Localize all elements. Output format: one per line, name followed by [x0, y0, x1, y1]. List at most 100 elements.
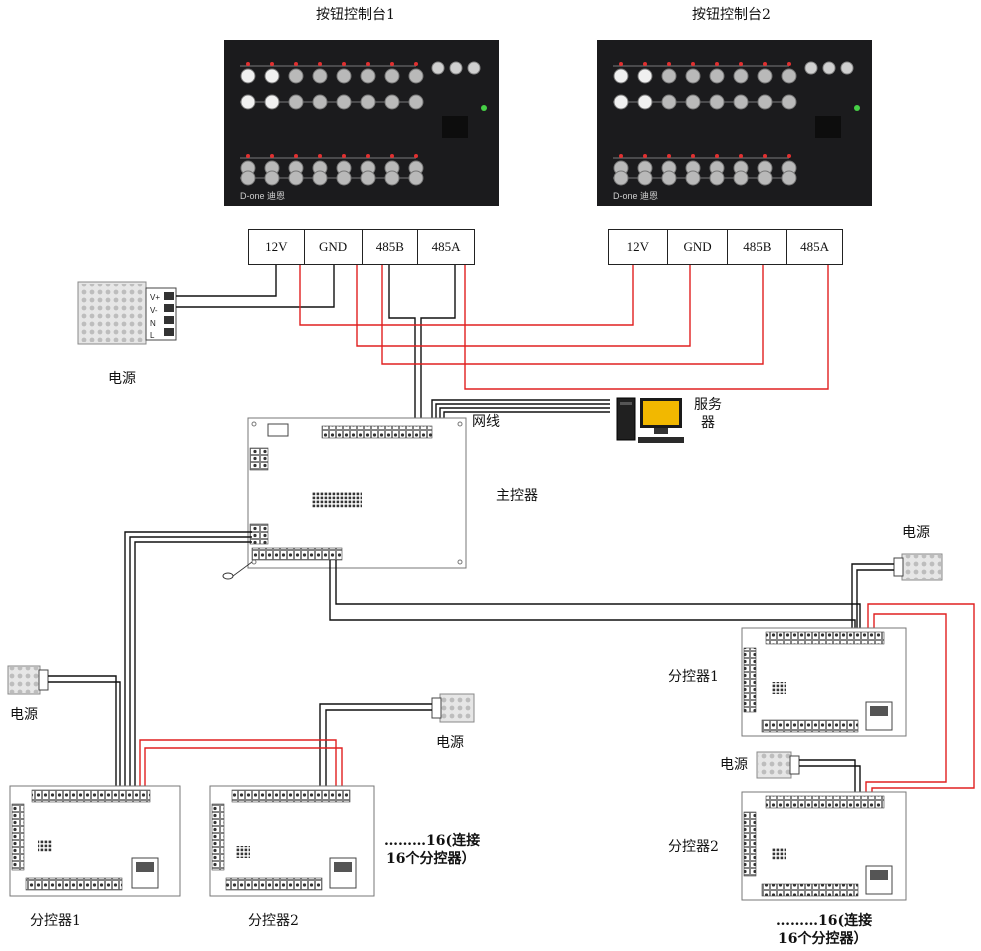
console-led	[691, 62, 695, 66]
console-button	[709, 68, 725, 84]
console-button	[360, 170, 376, 186]
console-button	[336, 94, 352, 110]
console-button	[360, 94, 376, 110]
sub-right-1-label: 分控器1	[668, 669, 719, 685]
console-button	[685, 94, 701, 110]
console-led	[619, 62, 623, 66]
console-button	[637, 94, 653, 110]
terminal-1-485a: 485A	[431, 239, 461, 254]
terminal-2-485b: 485B	[728, 230, 788, 264]
console-button	[384, 170, 400, 186]
sub-bottom-1-label: 分控器1	[30, 913, 81, 929]
console-button	[709, 170, 725, 186]
right-wires	[799, 563, 975, 796]
console-led	[366, 62, 370, 66]
console-led	[390, 154, 394, 158]
console-2-brand: D-one 迪恩	[613, 190, 658, 201]
network-cable-label: 网线	[472, 414, 500, 430]
console-power-led	[854, 105, 860, 111]
console-card-reader	[442, 116, 468, 138]
note-bottom-line1: ………16(连接	[384, 833, 481, 849]
console-led	[366, 154, 370, 158]
button-console-1: D-one 迪恩	[224, 40, 499, 206]
terminal-block-2: 12V GND 485B 485A	[608, 229, 843, 265]
terminal-1-485b: 485B	[363, 230, 419, 264]
console-button	[240, 68, 256, 84]
console-button	[637, 170, 653, 186]
terminal-block-1: 12V GND 485B 485A	[248, 229, 475, 265]
console-led	[787, 154, 791, 158]
console-2-title: 按钮控制台2	[692, 7, 771, 23]
console-led	[246, 154, 250, 158]
console-button	[408, 68, 424, 84]
console-control-knob	[449, 61, 463, 75]
console-control-knob	[431, 61, 445, 75]
console-control-knob	[467, 61, 481, 75]
console-control-knob	[804, 61, 818, 75]
console-button	[733, 68, 749, 84]
console-button	[264, 68, 280, 84]
console-led	[763, 62, 767, 66]
bottom-wires	[48, 675, 432, 790]
sub-controller-bottom-2	[209, 785, 375, 897]
console-1-brand: D-one 迪恩	[240, 190, 285, 201]
sub-controller-bottom-1	[9, 785, 181, 897]
console-led	[643, 154, 647, 158]
button-console-2: D-one 迪恩	[597, 40, 872, 206]
sub-controller-right-2	[741, 791, 907, 901]
server-computer	[616, 397, 684, 443]
svg-text:V+: V+	[150, 293, 160, 302]
console-led	[318, 154, 322, 158]
top-wires	[176, 263, 829, 420]
svg-text:L: L	[150, 331, 155, 340]
console-control-knob	[822, 61, 836, 75]
console-button	[685, 68, 701, 84]
console-button	[288, 170, 304, 186]
power-supply-right-top	[893, 553, 943, 581]
console-led	[691, 154, 695, 158]
console-button	[408, 170, 424, 186]
console-button	[613, 68, 629, 84]
console-1-title: 按钮控制台1	[316, 7, 395, 23]
console-led	[294, 154, 298, 158]
console-led	[787, 62, 791, 66]
sub-bottom-2-label: 分控器2	[248, 913, 299, 929]
main-controller-label: 主控器	[496, 488, 538, 504]
console-led	[414, 154, 418, 158]
console-button	[781, 94, 797, 110]
console-button	[637, 68, 653, 84]
console-button	[384, 68, 400, 84]
note-right-line1: ………16(连接	[776, 913, 873, 929]
console-button	[408, 94, 424, 110]
power-supply-left	[7, 665, 49, 695]
console-led	[342, 154, 346, 158]
console-button	[661, 170, 677, 186]
power-supply-top: V+ V- N L	[77, 281, 177, 345]
console-card-reader	[815, 116, 841, 138]
svg-text:N: N	[150, 319, 156, 328]
console-led	[667, 62, 671, 66]
console-button	[360, 68, 376, 84]
console-button	[288, 68, 304, 84]
console-button	[733, 94, 749, 110]
console-button	[312, 94, 328, 110]
console-led	[619, 154, 623, 158]
console-button	[613, 94, 629, 110]
console-control-knob	[840, 61, 854, 75]
console-button	[757, 170, 773, 186]
console-button	[240, 94, 256, 110]
console-led	[270, 154, 274, 158]
console-button	[781, 68, 797, 84]
console-button	[264, 94, 280, 110]
terminal-2-12v: 12V	[609, 230, 668, 264]
console-button	[288, 94, 304, 110]
console-led	[715, 154, 719, 158]
console-led	[318, 62, 322, 66]
console-button	[709, 94, 725, 110]
console-button	[757, 94, 773, 110]
power-supply-mid	[431, 693, 475, 723]
power-left-label: 电源	[10, 707, 38, 723]
console-button	[336, 68, 352, 84]
console-button	[733, 170, 749, 186]
